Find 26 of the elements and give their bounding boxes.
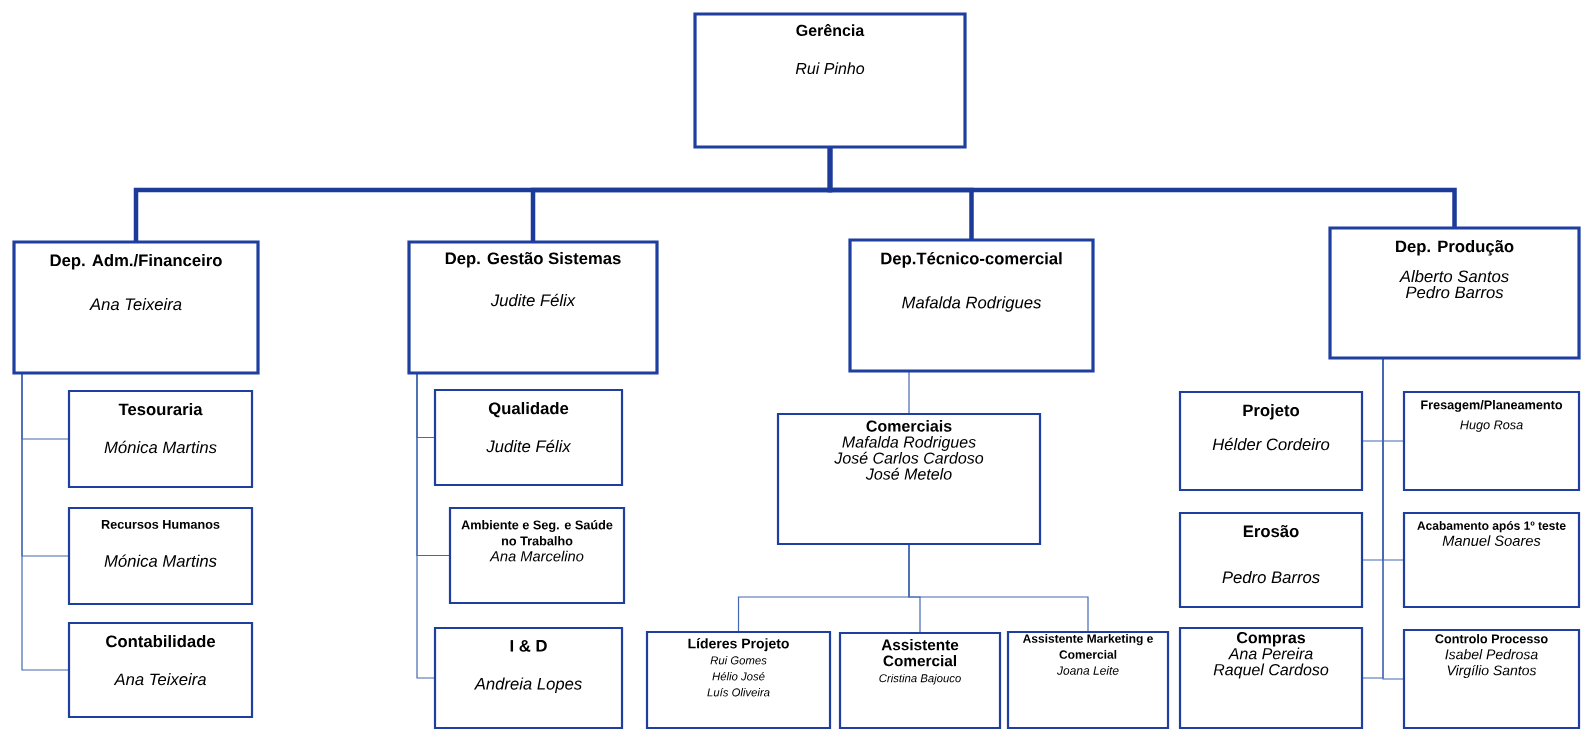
connector-line: [827, 147, 1457, 228]
org-box: Erosão Pedro Barros: [1178, 511, 1364, 609]
org-box: Recursos Humanos Mónica Martins: [67, 506, 254, 606]
org-box: Projeto Hélder Cordeiro: [1178, 390, 1364, 492]
org-box: Acabamento após 1º teste Manuel Soares: [1402, 511, 1581, 609]
connector-line: [416, 372, 436, 679]
org-box: Comerciais Mafalda Rodrigues José Carlos Cardoso José Metelo: [776, 412, 1042, 546]
connector-line: [21, 372, 70, 671]
org-box: Dep. Adm./Financeiro Ana Teixeira: [12, 240, 260, 375]
org-box: Dep. Produção Alberto Santos Pedro Barros: [1328, 226, 1581, 360]
org-box: Líderes Projeto Rui Gomes Hélio José Luís Oliveira: [645, 630, 832, 730]
org-box: Assistente Comercial Cristina Bajouco: [838, 631, 1002, 730]
org-box: Compras Ana Pereira Raquel Cardoso: [1178, 626, 1364, 730]
org-box: Qualidade Judite Félix: [433, 388, 624, 487]
connector-line: [908, 543, 1089, 633]
org-box: Dep.Técnico-comercial Mafalda Rodrigues: [848, 238, 1095, 373]
org-box: Gerência Rui Pinho: [693, 12, 967, 149]
org-box: Dep. Gestão Sistemas Judite Félix: [407, 240, 659, 375]
connector-line: [908, 370, 910, 415]
org-box: Ambiente e Seg. e Saúde no Trabalho Ana Marcelino: [448, 506, 626, 605]
org-box: Controlo Processo Isabel Pedrosa Virgílio Santos: [1402, 628, 1581, 730]
org-box: I & D Andreia Lopes: [433, 626, 624, 730]
org-box: Assistente Marketing e Comercial Joana Leite: [1006, 630, 1170, 730]
org-box: Fresagem/Planeamento Hugo Rosa: [1402, 390, 1581, 492]
org-box: Contabilidade Ana Teixeira: [67, 621, 254, 719]
org-box: Tesouraria Mónica Martins: [67, 389, 254, 489]
